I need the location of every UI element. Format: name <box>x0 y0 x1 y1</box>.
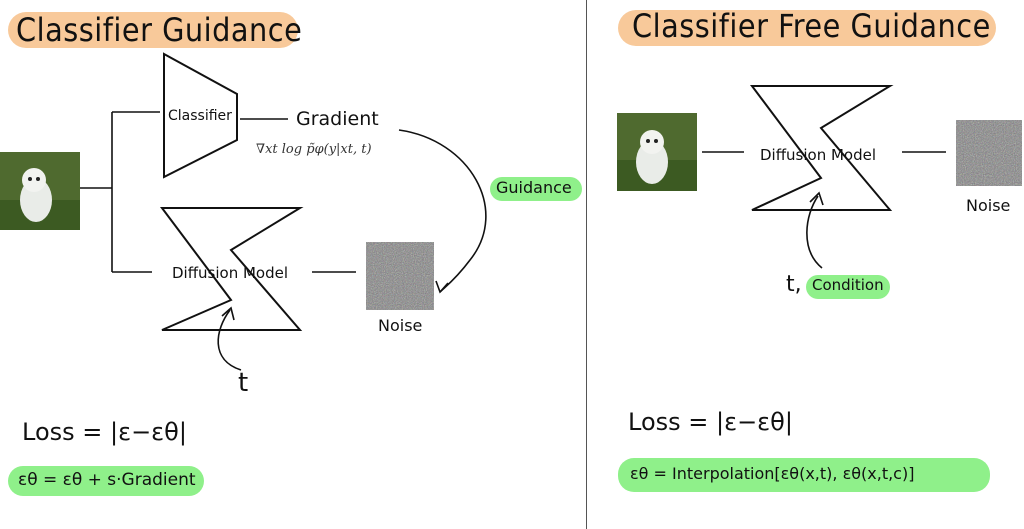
condition-label: Condition <box>812 276 884 294</box>
left-title: Classifier Guidance <box>16 11 303 49</box>
formula-highlight-left <box>8 466 204 496</box>
loss-label-right: Loss = |ε−εθ| <box>628 408 793 436</box>
loss-label-left: Loss = |ε−εθ| <box>22 418 187 446</box>
gradient-formula: ∇xt log p̃φ(y|xt, t) <box>256 142 372 157</box>
classifier-label: Classifier <box>168 108 232 124</box>
right-title-highlight <box>618 10 996 46</box>
t-prefix-right: t, <box>786 272 802 297</box>
left-title-highlight <box>8 12 298 48</box>
guidance-label: Guidance <box>496 178 572 197</box>
diffusion-label-right: Diffusion Model <box>760 146 877 164</box>
gradient-label: Gradient <box>296 108 379 130</box>
section-divider <box>586 0 587 529</box>
formula-right: εθ = Interpolation[εθ(x,t), εθ(x,t,c)] <box>630 464 915 483</box>
t-label-left: t <box>238 368 249 398</box>
dog-photo-right <box>617 113 697 191</box>
noise-label-left: Noise <box>378 316 423 335</box>
diffusion-label-left: Diffusion Model <box>172 264 289 282</box>
diffusion-block-right <box>750 85 894 211</box>
condition-highlight <box>806 275 890 299</box>
diffusion-block-left <box>160 207 304 331</box>
right-title: Classifier Free Guidance <box>632 7 991 45</box>
dog-photo-left <box>0 152 80 230</box>
classifier-block <box>163 52 238 179</box>
formula-left: εθ = εθ + s·Gradient <box>18 470 196 490</box>
guidance-highlight <box>490 177 582 201</box>
noise-label-right: Noise <box>966 196 1011 215</box>
formula-highlight-right <box>618 458 990 492</box>
